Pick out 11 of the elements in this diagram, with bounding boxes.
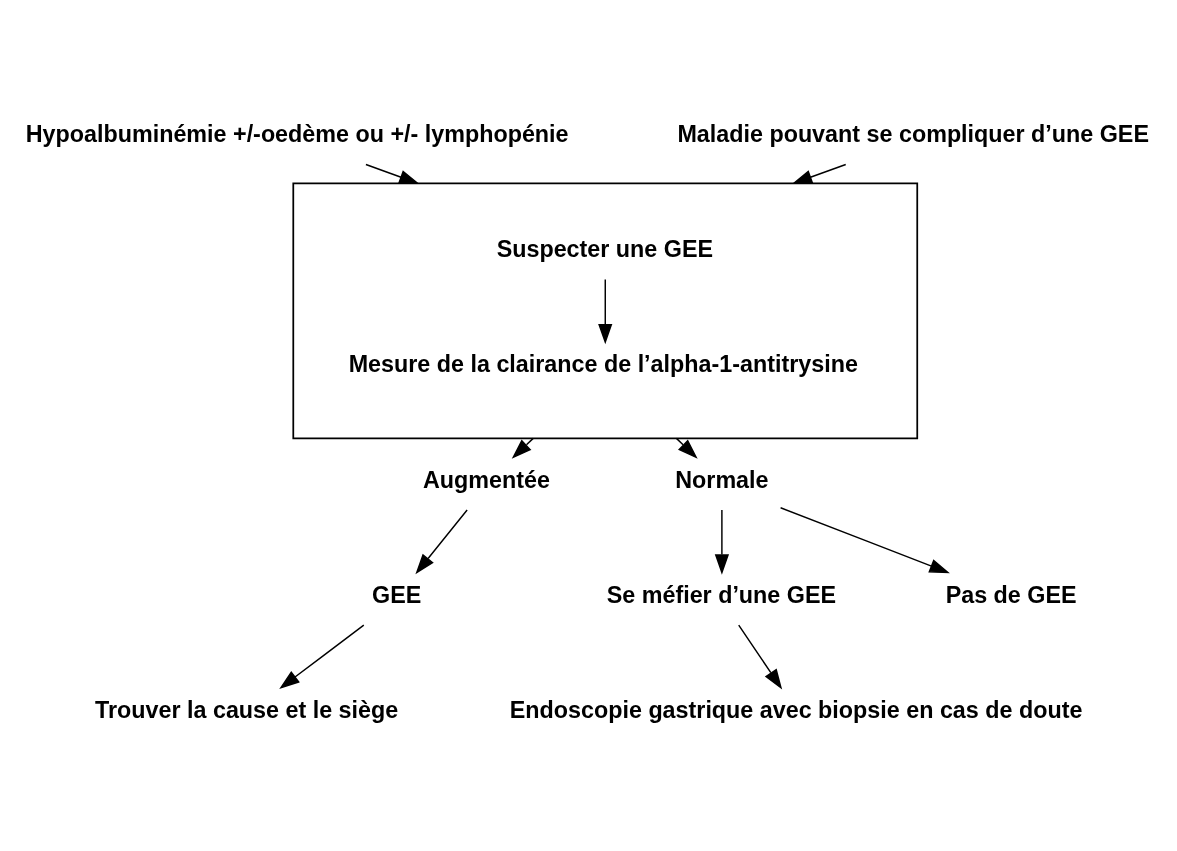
- node-text: Se méfier d’une GEE: [606, 581, 837, 608]
- node-text: Suspecter une GEE: [496, 235, 714, 262]
- node-text: Mesure de la clairance de l’alpha-1-antitrysine: [348, 351, 858, 377]
- node-text: Augmentée: [423, 466, 550, 493]
- node-text: Pas de GEE: [945, 581, 1077, 608]
- node-text: Endoscopie gastrique avec biopsie en cas de doute: [509, 696, 1083, 723]
- node-text: Maladie pouvant se compliquer d’une GEE: [677, 120, 1149, 147]
- node-text: Normale: [675, 466, 769, 493]
- node-text: Trouver la cause et le siège: [95, 696, 399, 723]
- node-text: GEE: [372, 581, 422, 608]
- node-text: Hypoalbuminémie +/-oedème ou +/- lymphopénie: [25, 120, 569, 147]
